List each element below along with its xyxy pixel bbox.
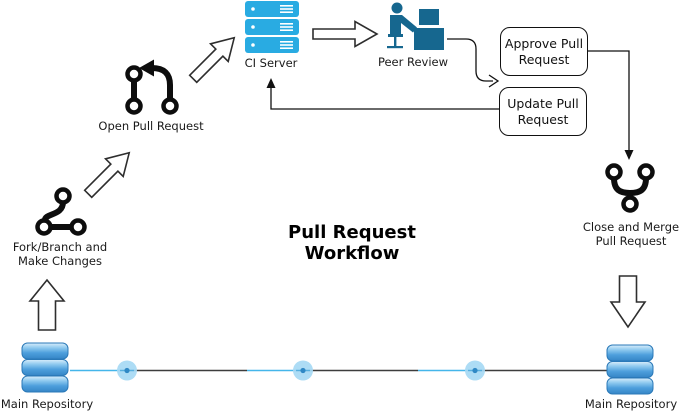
fork-branch-label: Fork/Branch and Make Changes (12, 240, 108, 268)
connector-approve-to-merge (588, 50, 634, 160)
arrow-merge-to-repo (609, 275, 647, 329)
diagram-title-line2: Workflow (304, 243, 400, 264)
diagram-title-line1: Pull Request (288, 222, 416, 243)
arrow-ci-to-peer-review (312, 20, 379, 48)
arrow-repo-to-fork (28, 278, 66, 331)
peer-review-label: Peer Review (377, 55, 449, 69)
fork-branch-icon (35, 187, 87, 236)
update-pull-request-box: Update Pull Request (499, 87, 587, 136)
ci-server-icon (245, 1, 299, 53)
timeline (70, 360, 607, 381)
commit-dot (293, 360, 313, 381)
approve-pull-request-box: Approve Pull Request (500, 27, 588, 76)
close-merge-label: Close and Merge Pull Request (582, 220, 680, 248)
main-repository-left-icon (21, 342, 69, 393)
arrow-fork-to-open-pr (83, 151, 131, 199)
open-pull-request-label: Open Pull Request (98, 119, 204, 133)
main-repository-left-label: Main Repository (0, 397, 94, 411)
diagram-title: Pull Request Workflow (288, 222, 416, 264)
peer-review-icon (387, 2, 444, 50)
connector-peer-review-to-decision (447, 38, 500, 88)
open-pull-request-icon (125, 59, 179, 115)
server-grill (280, 5, 293, 49)
connector-update-to-ci (266, 78, 499, 110)
main-repository-right-icon (606, 344, 654, 395)
main-repository-right-label: Main Repository (584, 397, 678, 411)
merge-icon (605, 163, 655, 213)
commit-dot (465, 360, 485, 381)
arrow-open-pr-to-ci (188, 36, 236, 84)
ci-server-label: CI Server (244, 56, 298, 70)
commit-dot (117, 360, 137, 381)
